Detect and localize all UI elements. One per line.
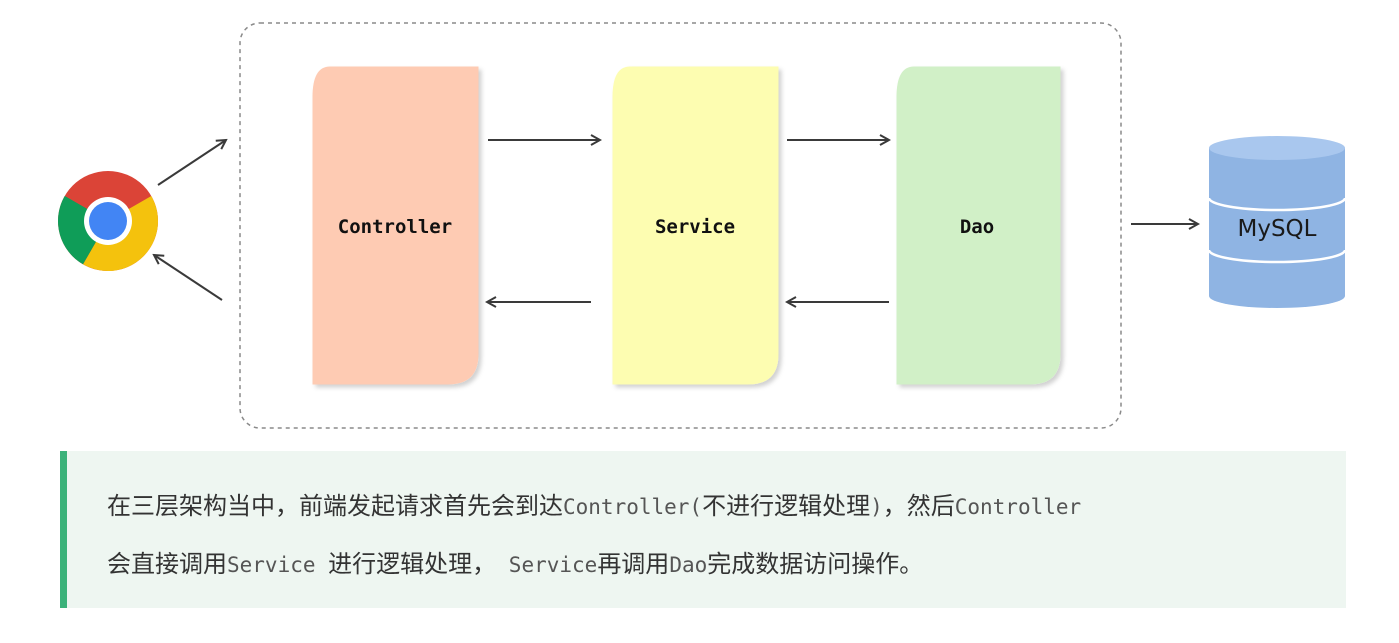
mysql-database-icon: MySQL bbox=[1207, 136, 1347, 308]
note-line-1: 在三层架构当中，前端发起请求首先会到达Controller(不进行逻辑处理)，然… bbox=[107, 477, 1346, 535]
code-term: ) bbox=[870, 495, 883, 519]
dao-layer: Dao bbox=[896, 66, 1061, 385]
mysql-label: MySQL bbox=[1238, 216, 1317, 242]
note-text: 不进行逻辑处理 bbox=[702, 492, 871, 520]
request-arrow bbox=[157, 140, 226, 186]
service-label: Service bbox=[655, 216, 735, 238]
chrome-browser-icon bbox=[58, 171, 158, 271]
controller-label: Controller bbox=[338, 216, 452, 238]
response-arrow bbox=[154, 255, 223, 301]
dao-label: Dao bbox=[960, 216, 994, 238]
explanation-note: 在三层架构当中，前端发起请求首先会到达Controller(不进行逻辑处理)，然… bbox=[60, 451, 1346, 608]
note-line-2: 会直接调用Service 进行逻辑处理， Service再调用Dao完成数据访问… bbox=[107, 535, 1346, 593]
code-term: Controller( bbox=[563, 495, 703, 519]
note-text: 会直接调用 bbox=[107, 550, 227, 578]
backend-boundary bbox=[239, 22, 1122, 429]
code-term: Dao bbox=[669, 553, 708, 577]
code-term: Service bbox=[227, 553, 329, 577]
note-text: 再调用 bbox=[597, 550, 670, 578]
note-text: ，然后 bbox=[882, 492, 955, 520]
controller-layer: Controller bbox=[312, 66, 479, 385]
code-term: Service bbox=[496, 553, 598, 577]
service-layer: Service bbox=[612, 66, 779, 385]
note-text: 完成数据访问操作。 bbox=[707, 550, 924, 578]
note-text: 在三层架构当中，前端发起请求首先会到达 bbox=[107, 492, 563, 520]
code-term: Controller bbox=[954, 495, 1082, 519]
note-text: 进行逻辑处理， bbox=[328, 550, 497, 578]
